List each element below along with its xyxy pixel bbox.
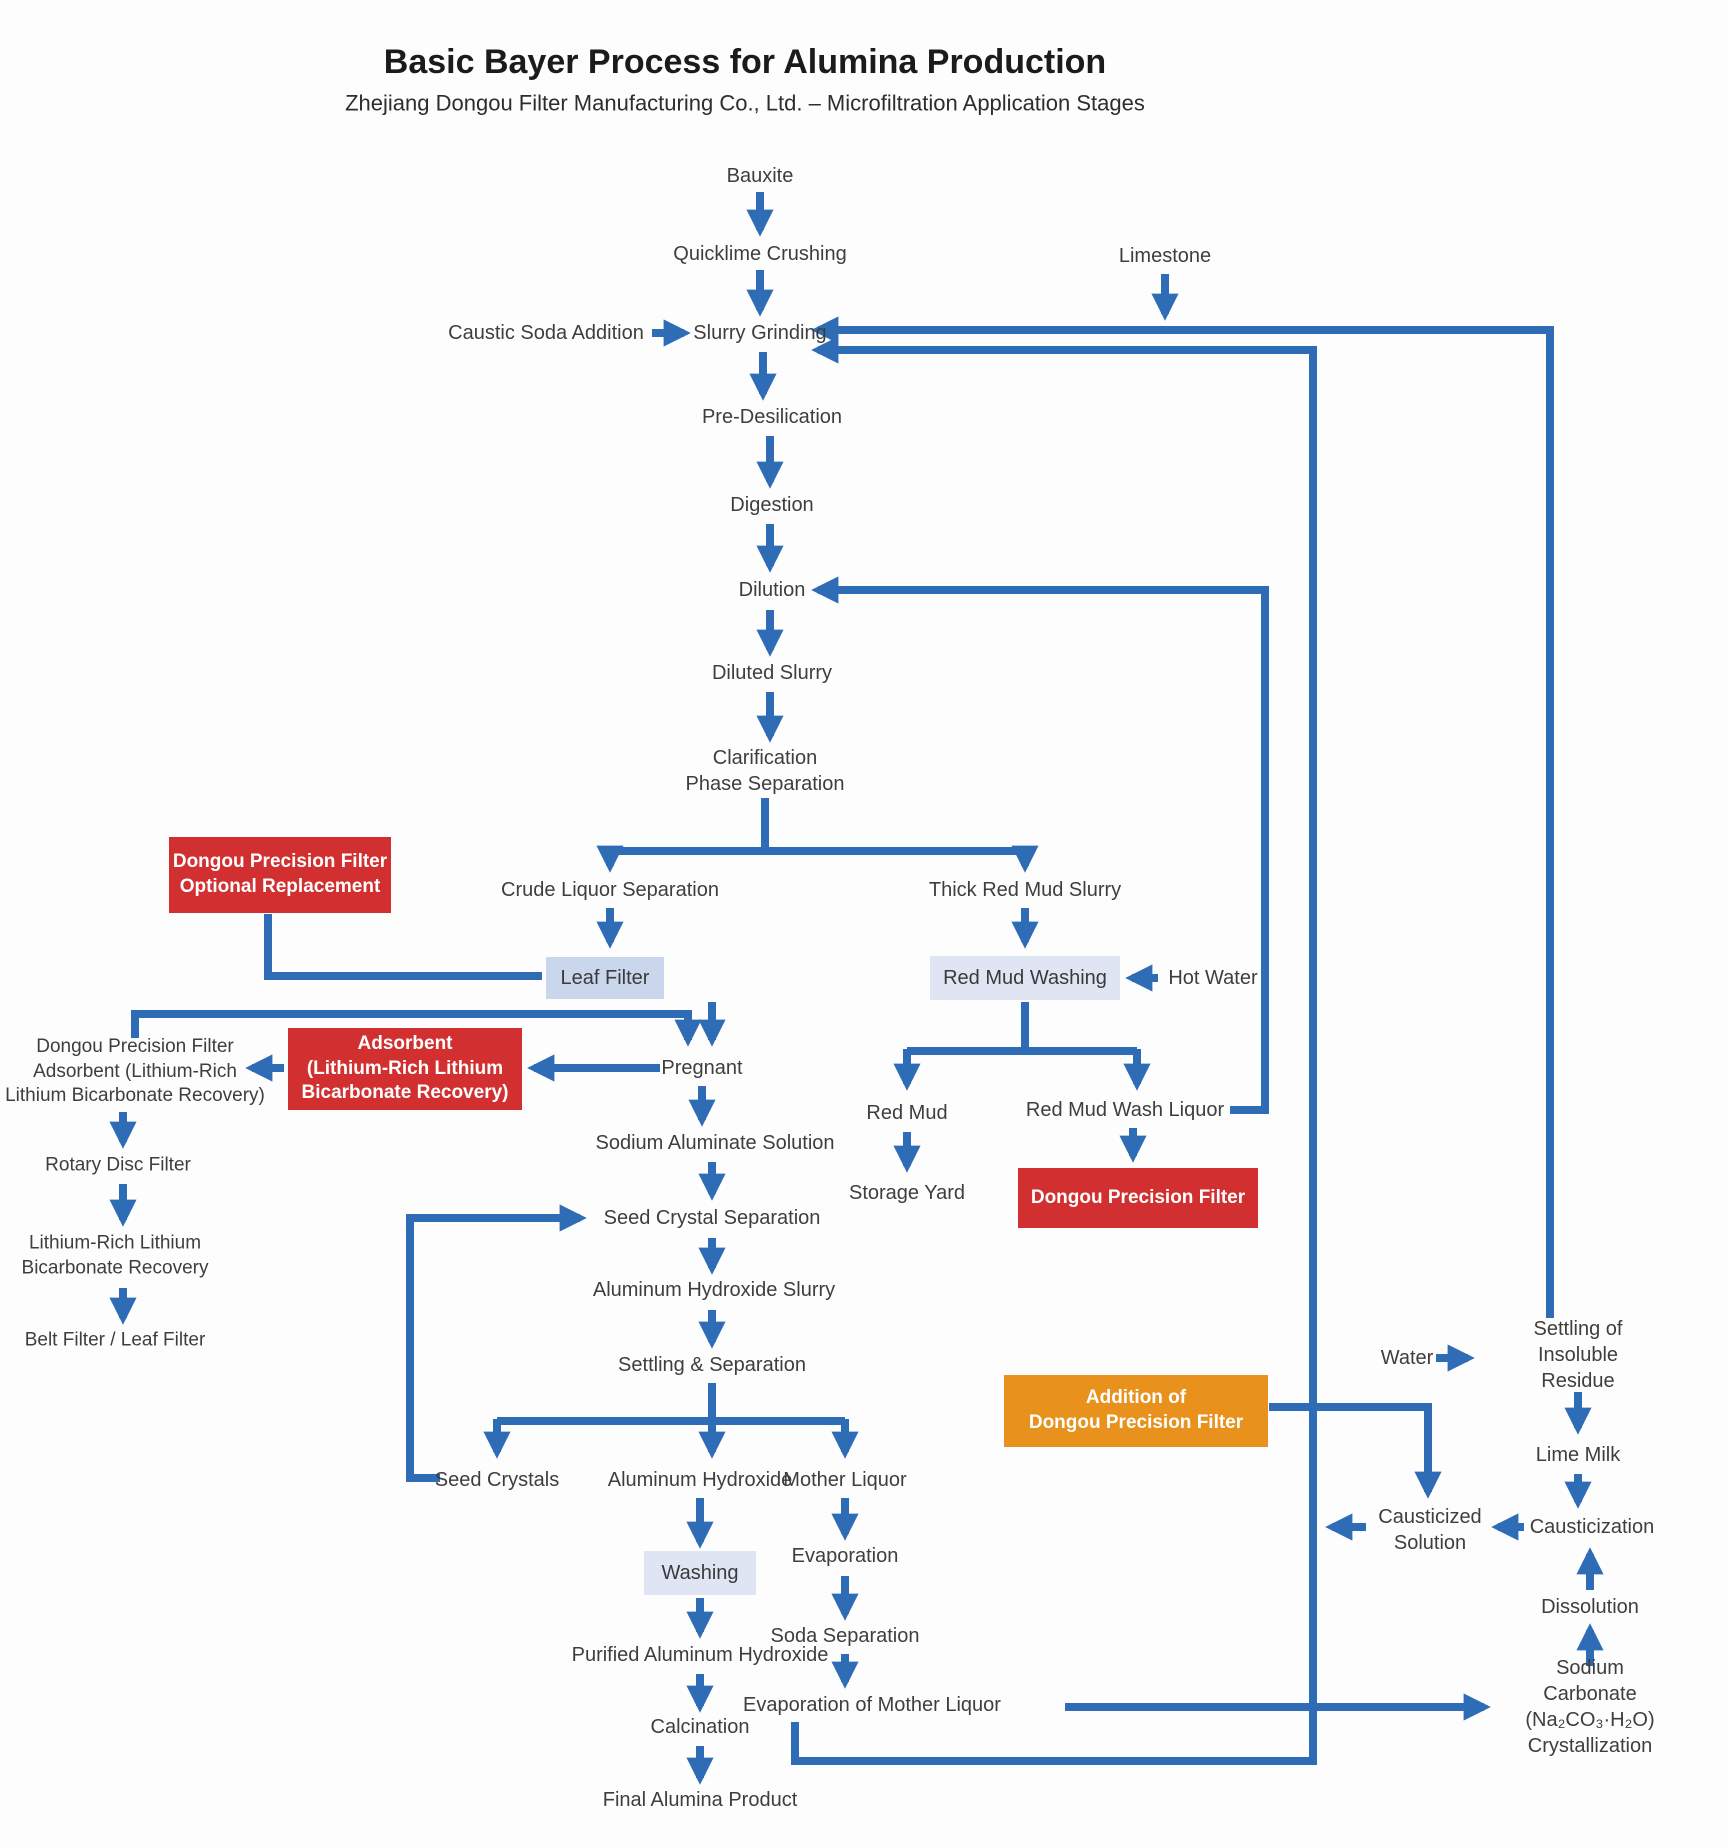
node-belt-filter-leaf-filter: Belt Filter / Leaf Filter [24,1329,206,1351]
node-soda-separation: Soda Separation [770,1625,920,1647]
node-calcination: Calcination [650,1716,750,1738]
node-caustic-soda-addition: Caustic Soda Addition [448,322,644,344]
node-dissolution: Dissolution [1541,1596,1639,1618]
node-evaporation-of-mother-liquor: Evaporation of Mother Liquor [743,1694,1001,1716]
node-hot-water: Hot Water [1168,967,1258,989]
node-dilution: Dilution [738,579,806,601]
node-storage-yard: Storage Yard [848,1182,966,1204]
box-dongou-precision-filter: Dongou Precision Filter [1018,1168,1258,1228]
box-adsorbent: Adsorbent (Lithium-Rich Lithium Bicarbon… [288,1028,522,1110]
node-mother-liquor: Mother Liquor [783,1469,907,1491]
node-causticization: Causticization [1529,1516,1655,1538]
node-evaporation: Evaporation [791,1545,899,1567]
node-lime-milk: Lime Milk [1535,1444,1621,1466]
node-slurry-grinding: Slurry Grinding [693,322,827,344]
node-final-alumina-product: Final Alumina Product [602,1789,798,1811]
node-seed-crystal-separation: Seed Crystal Separation [603,1207,821,1229]
box-washing: Washing [644,1551,756,1595]
node-limestone: Limestone [1118,245,1212,267]
node-red-mud: Red Mud [866,1102,948,1124]
node-settling-separation: Settling & Separation [618,1354,806,1376]
node-purified-aluminum-hydroxide: Purified Aluminum Hydroxide [571,1644,829,1666]
node-bauxite: Bauxite [726,165,794,187]
node-sodium-carbonate-crystallization: Sodium Carbonate (Na₂CO₃·H₂O) Crystalliz… [1525,1657,1655,1757]
box-optional-replacement: Dongou Precision Filter Optional Replace… [169,837,391,913]
node-dpf-adsorbent: Dongou Precision Filter Adsorbent (Lithi… [5,1035,265,1107]
node-sodium-aluminate-solution: Sodium Aluminate Solution [595,1132,835,1154]
node-seed-crystals: Seed Crystals [434,1469,560,1491]
node-pre-desilication: Pre-Desilication [701,406,843,428]
node-clarification-phase-separation: Clarification Phase Separation [685,747,845,795]
node-diluted-slurry: Diluted Slurry [711,662,833,684]
node-water: Water [1380,1347,1434,1369]
node-aluminum-hydroxide-slurry: Aluminum Hydroxide Slurry [592,1279,836,1301]
box-leaf-filter: Leaf Filter [546,957,664,999]
node-red-mud-wash-liquor: Red Mud Wash Liquor [1025,1099,1225,1121]
node-aluminum-hydroxide: Aluminum Hydroxide [607,1469,793,1491]
box-red-mud-washing: Red Mud Washing [930,956,1120,1000]
box-addition-dongou-precision-filter: Addition of Dongou Precision Filter [1004,1375,1268,1447]
node-settling-of-insoluble-residue: Settling of Insoluble Residue [1533,1318,1623,1392]
node-rotary-disc-filter: Rotary Disc Filter [45,1154,191,1176]
page-subtitle: Zhejiang Dongou Filter Manufacturing Co.… [345,90,1145,116]
node-crude-liquor-separation: Crude Liquor Separation [501,879,719,901]
node-digestion: Digestion [730,494,814,516]
node-thick-red-mud-slurry: Thick Red Mud Slurry [928,879,1122,901]
node-quicklime-crushing: Quicklime Crushing [673,243,847,265]
node-pregnant: Pregnant [661,1057,743,1079]
node-causticized-solution: Causticized Solution [1378,1506,1482,1554]
page-title: Basic Bayer Process for Alumina Producti… [383,42,1107,81]
node-lithium-recovery: Lithium-Rich Lithium Bicarbonate Recover… [21,1232,209,1278]
